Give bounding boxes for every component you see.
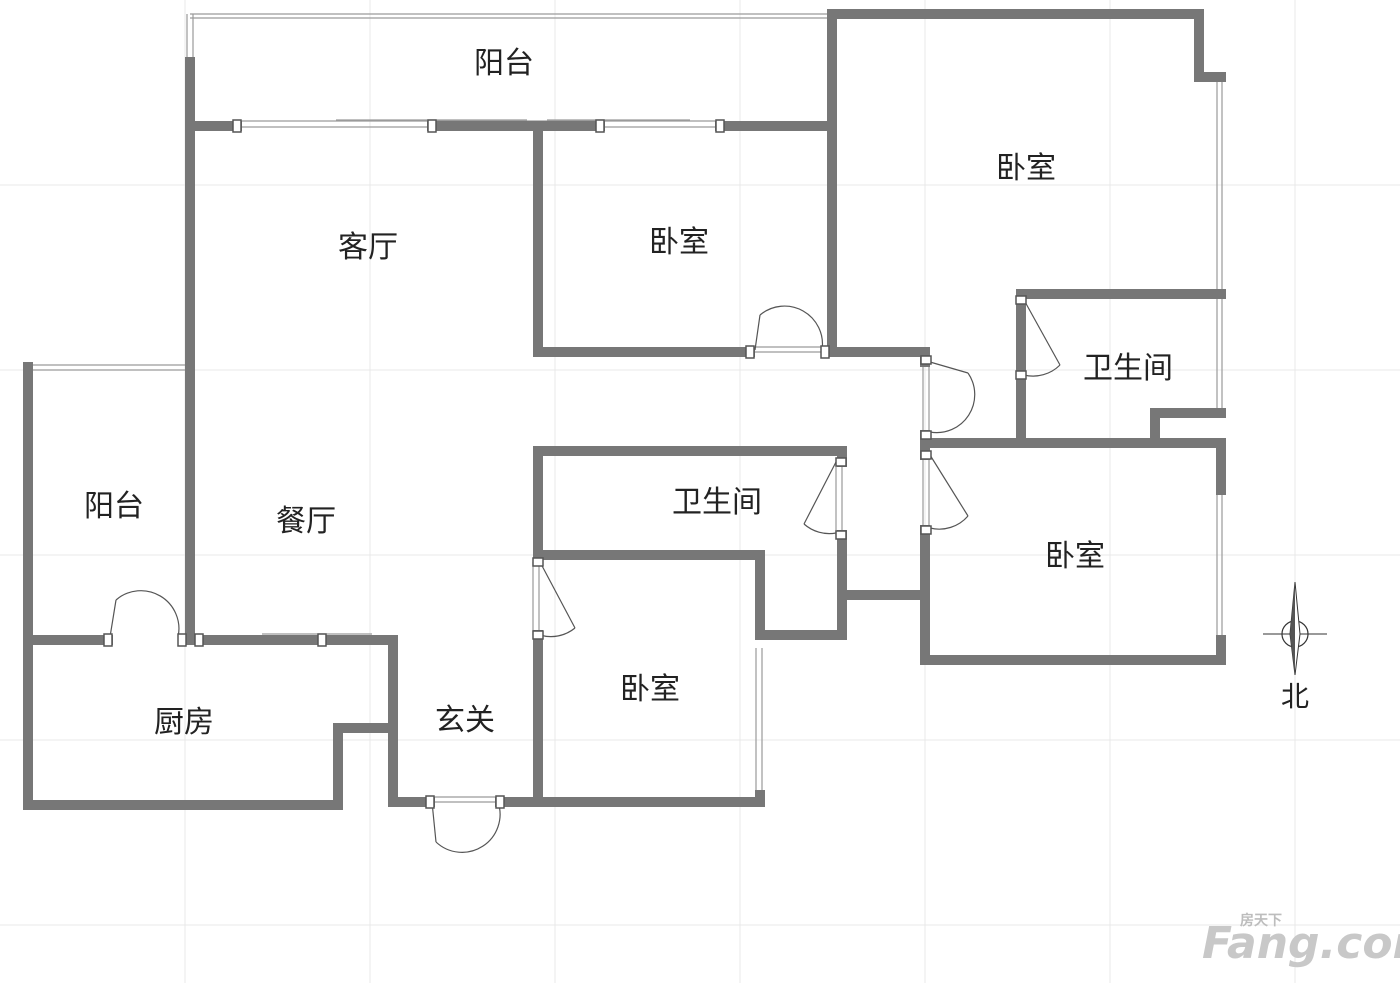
room-label-bedroom-south: 卧室 xyxy=(620,672,680,707)
room-label-bedroom-northeast: 卧室 xyxy=(996,151,1056,186)
north-compass: 北 xyxy=(1263,581,1327,713)
watermark-logo-text: Fang.com xyxy=(1202,918,1400,969)
room-label-bathroom-center: 卫生间 xyxy=(672,485,762,520)
room-label-dining-room: 餐厅 xyxy=(276,504,336,539)
door-swings xyxy=(109,299,1061,853)
room-label-entrance: 玄关 xyxy=(435,703,495,738)
room-label-balcony-top: 阳台 xyxy=(474,46,534,81)
room-label-kitchen: 厨房 xyxy=(154,705,214,740)
room-label-bedroom-center: 卧室 xyxy=(649,225,709,260)
walls xyxy=(23,9,1226,810)
room-label-living-room: 客厅 xyxy=(338,230,398,265)
room-label-bathroom-east: 卫生间 xyxy=(1083,351,1173,386)
opening-caps xyxy=(103,119,1027,809)
room-label-balcony-west: 阳台 xyxy=(84,489,144,524)
watermark: 房天下 Fang.com xyxy=(1202,912,1400,969)
room-label-bedroom-east: 卧室 xyxy=(1045,539,1105,574)
compass-north-label: 北 xyxy=(1281,680,1309,713)
watermark-small-text: 房天下 xyxy=(1240,912,1282,929)
